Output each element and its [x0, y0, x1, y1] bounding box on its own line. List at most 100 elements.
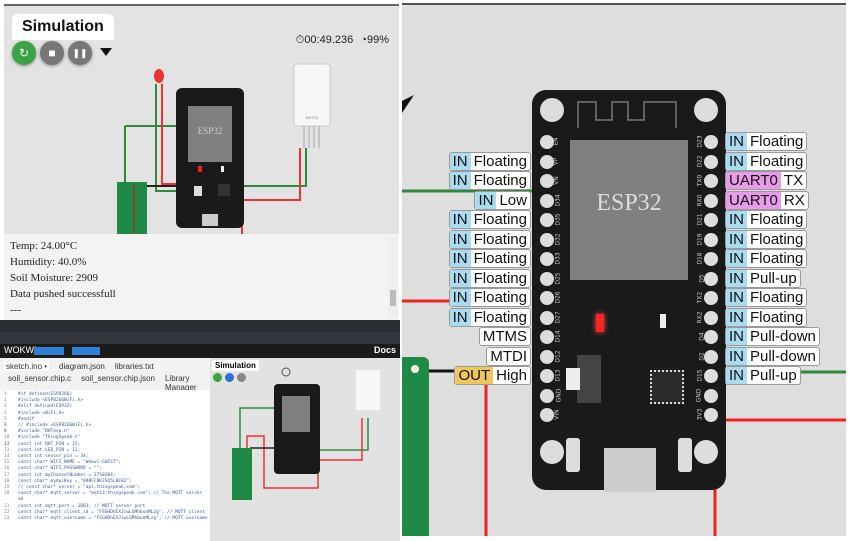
- reset-button[interactable]: [678, 438, 692, 472]
- pin-d25[interactable]: [540, 271, 554, 286]
- pin-d32[interactable]: [540, 232, 554, 247]
- pin-en[interactable]: [540, 135, 554, 149]
- pin-d12[interactable]: [540, 349, 554, 364]
- stop-button[interactable]: ■: [40, 41, 64, 65]
- pin-label: D21: [696, 213, 704, 226]
- pin-direction: IN: [449, 269, 471, 287]
- pin-d13[interactable]: [540, 369, 554, 383]
- restart-button[interactable]: ↻: [12, 41, 36, 65]
- pin-rx0[interactable]: [704, 193, 718, 208]
- tab-library-manager[interactable]: Library Manager: [164, 374, 197, 392]
- pin-d2[interactable]: [704, 349, 718, 364]
- pin-vp[interactable]: [540, 154, 554, 169]
- pin-gnd[interactable]: [540, 388, 554, 403]
- pin-direction: IN: [726, 328, 747, 345]
- pin-d23[interactable]: [704, 135, 718, 149]
- pin-d14[interactable]: [540, 330, 554, 344]
- pin-label: VIN: [553, 409, 561, 420]
- pin-vin[interactable]: [540, 408, 554, 422]
- pause-button[interactable]: ❚❚: [68, 41, 92, 65]
- tab-chip-c[interactable]: soil_sensor.chip.c: [8, 374, 72, 383]
- code-text: const char* mqtt_server = "mqtt3.thingsp…: [18, 491, 203, 503]
- pin-label: D32: [554, 232, 562, 246]
- mini-button[interactable]: [225, 373, 234, 382]
- code-line: 5#endif: [4, 417, 210, 423]
- docs-link[interactable]: Docs: [373, 345, 396, 355]
- pin-d18[interactable]: [704, 252, 718, 266]
- wifi-icon[interactable]: [100, 48, 112, 56]
- code-text: #elif defined(ESP32): [18, 404, 73, 410]
- code-line: 14 const int sensor_pin = 34;: [4, 454, 210, 460]
- code-line: 21 const int mqtt_port = 1883; // MQTT se…: [4, 503, 210, 510]
- circuit-diagram: ESP32 DHT22: [117, 63, 331, 234]
- pin-d19[interactable]: [704, 232, 718, 247]
- play-button[interactable]: [213, 373, 222, 382]
- code-text: const int mqtt_port = 1883; // MQTT serv…: [18, 503, 146, 509]
- pin-d33[interactable]: [540, 252, 554, 266]
- pin-rx2[interactable]: [704, 310, 718, 325]
- pin-tx0[interactable]: [704, 174, 718, 188]
- pin-label: D2: [698, 351, 706, 361]
- code-text: // #include <ESP8266WiFi.h>: [18, 423, 92, 429]
- line-number: 21: [4, 503, 10, 509]
- soil-sensor[interactable]: [402, 357, 429, 536]
- tab-sketch[interactable]: sketch.ino •: [4, 362, 50, 371]
- code-text: #if defined(ESP8266): [18, 392, 73, 397]
- pin-3v3[interactable]: [704, 408, 718, 422]
- pin-direction: IN: [726, 250, 747, 267]
- pin-direction: IN: [726, 269, 747, 287]
- line-number: 14: [4, 454, 10, 460]
- line-number: 20: [4, 491, 10, 497]
- pin-d21[interactable]: [704, 213, 718, 227]
- code-text: const int sensor_pin = 34;: [18, 454, 89, 460]
- pin-state: Pull-up: [750, 269, 797, 287]
- pin-state: Floating: [750, 211, 804, 228]
- pin-d4[interactable]: [704, 330, 718, 344]
- serial-line: Data pushed successfull: [10, 288, 116, 300]
- tab-libraries[interactable]: libraries.txt: [114, 362, 154, 371]
- browser-address-bar[interactable]: [0, 320, 400, 332]
- tab-chip-json[interactable]: soil_sensor.chip.json: [81, 374, 155, 383]
- pin-state: Pull-down: [750, 328, 816, 345]
- pin-tx2[interactable]: [704, 291, 718, 305]
- code-editor[interactable]: 1#if defined(ESP8266)2#include <ESP8266W…: [0, 390, 210, 541]
- pin-d26[interactable]: [540, 291, 554, 305]
- line-number: 19: [4, 485, 10, 491]
- serial-scrollbar[interactable]: [389, 238, 397, 316]
- pin-d15[interactable]: [704, 369, 718, 383]
- pin-d34[interactable]: [540, 193, 554, 208]
- pin-label: D22: [696, 154, 704, 168]
- mini-button[interactable]: [237, 373, 246, 382]
- line-number: 3: [4, 404, 7, 410]
- pin-d5[interactable]: [704, 271, 718, 286]
- pin-state: MTDI: [490, 347, 527, 365]
- code-text: // const char* server = "api.thingspeak.…: [18, 485, 140, 491]
- boot-button[interactable]: [566, 438, 580, 472]
- save-button[interactable]: [34, 347, 64, 355]
- pin-d22[interactable]: [704, 154, 718, 169]
- pin-label: D34: [554, 193, 562, 207]
- code-text: #include <ESP8266WiFi.h>: [18, 398, 84, 404]
- share-button[interactable]: [72, 347, 100, 355]
- pin-direction: IN: [726, 211, 747, 228]
- pin-state: Pull-up: [750, 367, 797, 384]
- pin-label: TX2: [696, 291, 704, 304]
- pin-vn[interactable]: [540, 174, 554, 188]
- pin-d27[interactable]: [540, 310, 554, 325]
- stop-icon: ■: [48, 46, 56, 60]
- line-number: 12: [4, 441, 10, 447]
- tab-diagram[interactable]: diagram.json: [59, 362, 105, 371]
- line-number: 4: [4, 410, 7, 416]
- wokwi-logo: WOKWI: [4, 345, 37, 355]
- pin-d35[interactable]: [540, 213, 554, 227]
- pin-gnd[interactable]: [704, 388, 718, 403]
- file-tabs: sketch.ino • diagram.json libraries.txt …: [0, 358, 210, 392]
